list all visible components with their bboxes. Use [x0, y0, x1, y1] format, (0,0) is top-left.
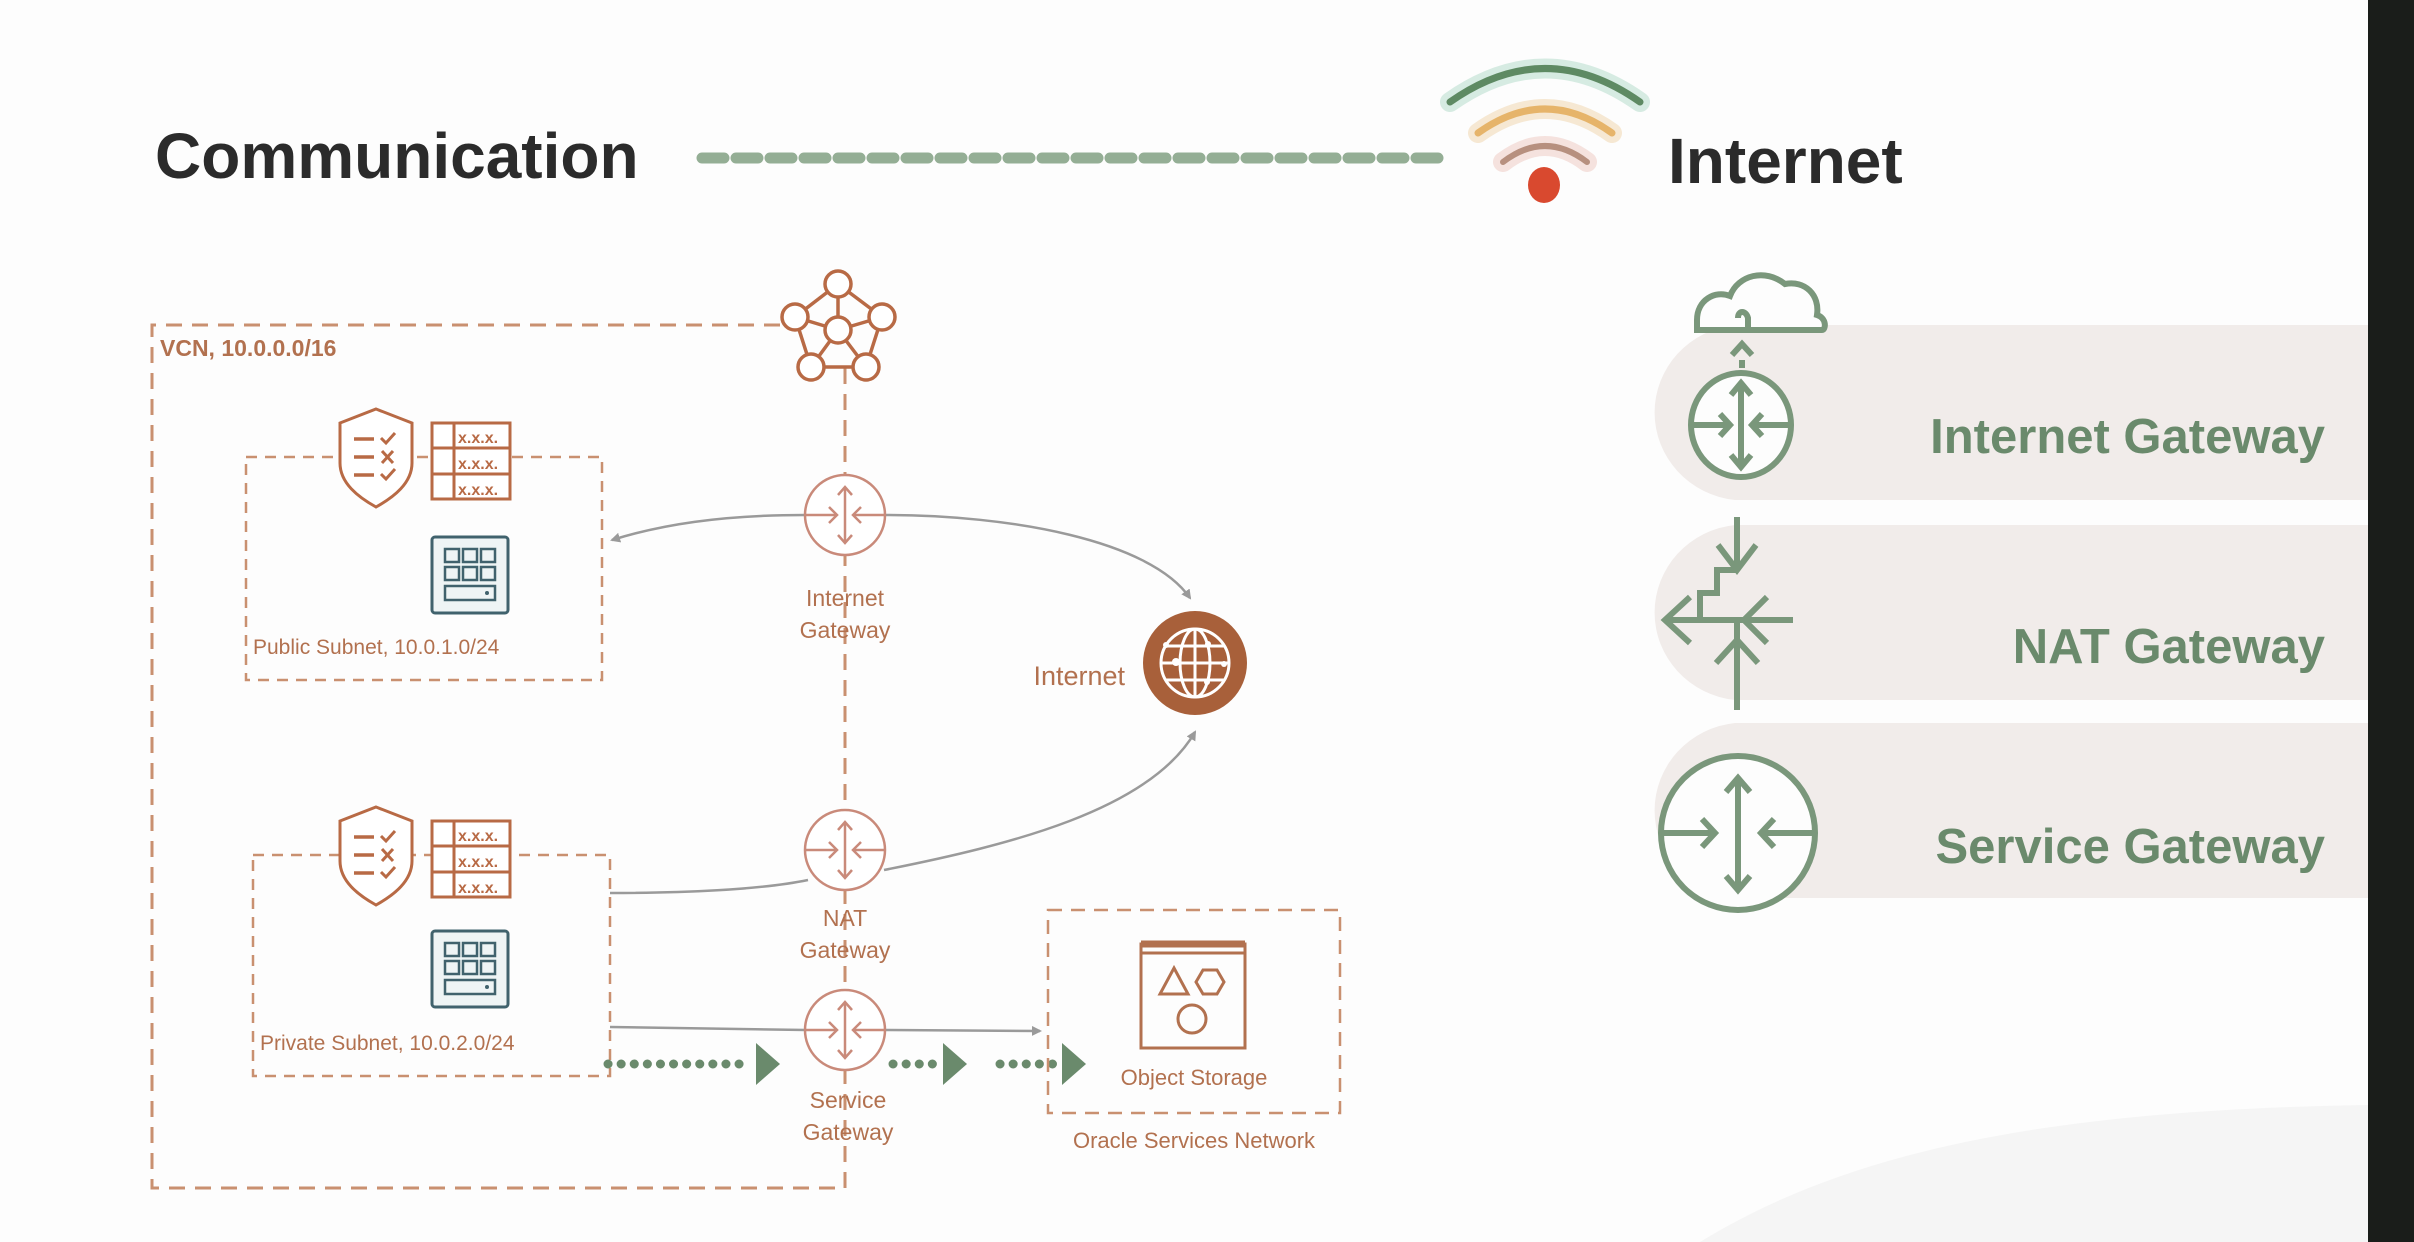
public-subnet-box	[244, 455, 604, 682]
legend-panel: Internet Gateway NAT Gateway Service Gat…	[1654, 272, 2368, 913]
route-row: x.x.x.	[458, 854, 498, 871]
ig-to-public-subnet-arrow	[610, 513, 806, 543]
service-gateway-label: Service	[810, 1087, 887, 1113]
internet-gateway-label: Internet	[806, 585, 885, 611]
route-row: x.x.x.	[458, 828, 498, 845]
route-row: x.x.x.	[458, 430, 498, 447]
vcn-boundary	[150, 323, 847, 1190]
service-gateway-label: Gateway	[803, 1119, 894, 1145]
ig-to-internet-arrow	[884, 513, 1192, 600]
legend-label-internet-gateway: Internet Gateway	[1930, 410, 2325, 464]
cloud-router-icon	[1688, 272, 1828, 480]
sg-to-object-storage-arrow	[883, 1025, 1042, 1036]
legend-pill	[1654, 525, 2368, 700]
compute-instance-icon	[430, 535, 510, 615]
internet-globe-icon	[1143, 611, 1247, 715]
internet-node-label: Internet	[1033, 661, 1125, 691]
private-to-nat-line	[609, 878, 809, 895]
oracle-services-network-box	[1046, 908, 1342, 1115]
internet-gateway-label: Gateway	[800, 617, 891, 643]
legend-pill	[1654, 325, 2368, 500]
route-row: x.x.x.	[458, 880, 498, 897]
route-row: x.x.x.	[458, 456, 498, 473]
decorative-texture	[1700, 1105, 2368, 1242]
route-row: x.x.x.	[458, 482, 498, 499]
vcn-label: VCN, 10.0.0.0/16	[160, 335, 336, 361]
wifi-icon	[1440, 58, 1650, 203]
window-edge-bar	[2368, 0, 2414, 1242]
internet-heading: Internet	[1668, 125, 1903, 197]
nat-to-internet-arrow	[883, 730, 1197, 872]
nat-gateway-label: Gateway	[800, 937, 891, 963]
security-list-icon	[338, 407, 414, 509]
public-subnet-label: Public Subnet, 10.0.1.0/24	[253, 636, 500, 659]
nat-gateway-icon	[803, 808, 887, 892]
security-list-icon	[338, 805, 414, 907]
object-storage-icon	[1139, 940, 1247, 1050]
private-subnet-label: Private Subnet, 10.0.2.0/24	[260, 1032, 515, 1055]
nat-arrows-icon	[1660, 517, 1793, 710]
vcn-network-icon	[780, 269, 897, 382]
service-gateway-icon	[803, 988, 887, 1072]
legend-label-nat-gateway: NAT Gateway	[2013, 620, 2325, 674]
private-to-sg-line	[609, 1025, 807, 1032]
legend-label-service-gateway: Service Gateway	[1935, 820, 2325, 874]
object-storage-label: Object Storage	[1121, 1065, 1268, 1090]
router-icon	[1658, 753, 1818, 913]
oracle-services-network-label: Oracle Services Network	[1073, 1128, 1316, 1153]
service-flow-arrows	[603, 1043, 1086, 1085]
internet-gateway-icon	[803, 473, 887, 557]
legend-pill	[1654, 723, 2368, 898]
route-table-icon: x.x.x. x.x.x. x.x.x.	[430, 819, 512, 899]
compute-instance-icon	[430, 929, 510, 1009]
nat-gateway-label: NAT	[823, 905, 867, 931]
section-title: Communication	[155, 120, 639, 192]
route-table-icon: x.x.x. x.x.x. x.x.x.	[430, 421, 512, 501]
